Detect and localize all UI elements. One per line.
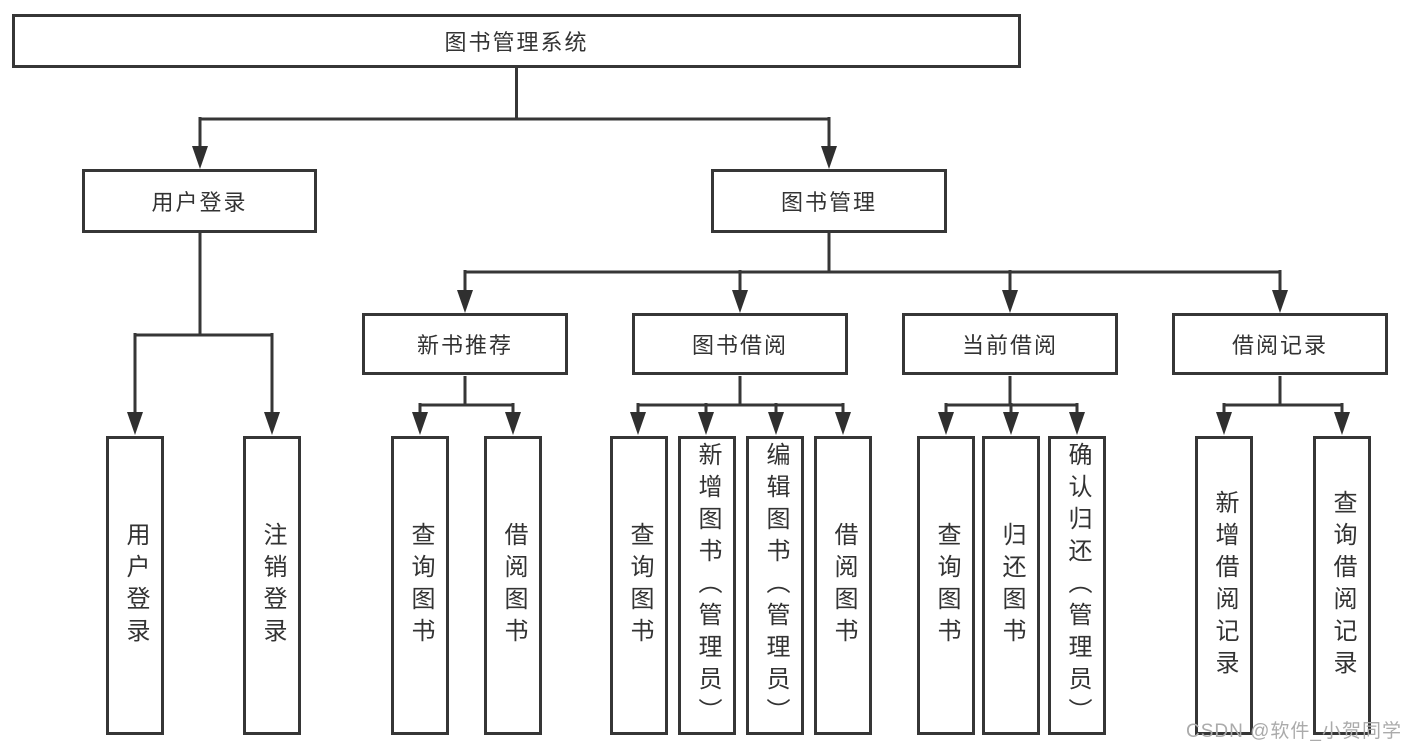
node-label: 图书借阅 [691,333,788,358]
node-label: 借阅图书 [830,521,857,650]
node-label: 图书管理系统 [444,30,589,55]
connector-root [192,68,837,169]
leaf-add-book-admin: 新增图书（管理员） [678,436,736,735]
leaf-edit-book-admin: 编辑图书（管理员） [746,436,804,735]
leaf-user-login: 用户登录 [106,436,164,735]
node-label: 新书推荐 [416,333,513,358]
node-label: 借阅图书 [500,521,527,650]
node-label: 查询图书 [626,521,653,650]
node-label: 编辑图书（管理员） [762,441,789,730]
node-label: 当前借阅 [961,333,1058,358]
csdn-watermark: CSDN @软件_小贺同学 [1186,721,1402,742]
leaf-borrow-books-recommend: 借阅图书 [484,436,542,735]
node-new-book-recommendation: 新书推荐 [362,313,568,375]
node-label: 用户登录 [151,190,248,215]
node-system-root: 图书管理系统 [12,14,1021,68]
leaf-query-books-current: 查询图书 [917,436,975,735]
connector-user-login [127,233,280,435]
node-label: 查询借阅记录 [1329,489,1356,682]
node-book-borrowing: 图书借阅 [632,313,848,375]
node-user-login: 用户登录 [82,169,317,233]
node-label: 确认归还（管理员） [1064,441,1091,730]
node-label: 注销登录 [259,521,286,650]
leaf-logout: 注销登录 [243,436,301,735]
node-label: 用户登录 [122,521,149,650]
node-borrowing-records: 借阅记录 [1172,313,1388,375]
connector-new-book-rec [412,376,521,435]
leaf-query-books-recommend: 查询图书 [391,436,449,735]
leaf-add-borrow-record: 新增借阅记录 [1195,436,1253,735]
connector-current-borrow [938,376,1085,435]
node-label: 归还图书 [998,521,1025,650]
node-label: 查询图书 [407,521,434,650]
connector-borrow-records [1216,376,1350,435]
node-book-management: 图书管理 [711,169,947,233]
connector-book-mgmt [457,233,1288,313]
leaf-return-book: 归还图书 [982,436,1040,735]
node-label: 新增图书（管理员） [694,441,721,730]
leaf-confirm-return-admin: 确认归还（管理员） [1048,436,1106,735]
node-label: 图书管理 [780,190,877,215]
node-label: 借阅记录 [1231,333,1328,358]
node-label: 新增借阅记录 [1211,489,1238,682]
node-label: 查询图书 [933,521,960,650]
connector-book-borrow [630,376,851,435]
leaf-borrow-books: 借阅图书 [814,436,872,735]
leaf-query-books-borrowing: 查询图书 [610,436,668,735]
node-current-borrowing: 当前借阅 [902,313,1118,375]
leaf-query-borrow-record: 查询借阅记录 [1313,436,1371,735]
